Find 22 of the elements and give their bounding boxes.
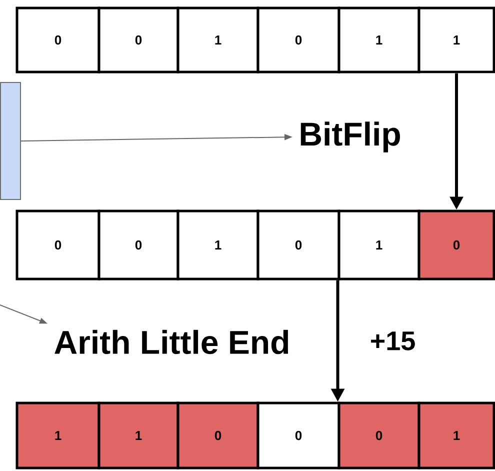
bit-cell: 0 (16, 210, 100, 280)
bit-cell: 0 (98, 210, 180, 280)
bit-cell: 0 (256, 6, 340, 74)
edge-label: +15 (368, 330, 418, 352)
bit-cell: 1 (418, 402, 495, 470)
bit-cell: 1 (338, 6, 420, 74)
operation-label: Arith Little End (54, 330, 288, 354)
bit-cell: 0 (16, 6, 100, 74)
operation-label: BitFlip (300, 122, 400, 152)
bit-cell: 0 (418, 210, 495, 280)
bit-cell: 1 (338, 210, 420, 280)
bit-cell: 1 (176, 210, 260, 280)
bit-cell: 1 (16, 402, 100, 470)
bit-cell: 1 (418, 6, 495, 74)
bit-cell: 0 (256, 210, 340, 280)
bit-cell: 0 (98, 6, 180, 74)
bit-cell: 0 (338, 402, 420, 470)
bit-cell: 1 (98, 402, 180, 470)
bit-cell: 0 (256, 402, 340, 470)
bit-cell: 1 (176, 6, 260, 74)
panel-box (0, 82, 21, 200)
bit-cell: 0 (176, 402, 260, 470)
